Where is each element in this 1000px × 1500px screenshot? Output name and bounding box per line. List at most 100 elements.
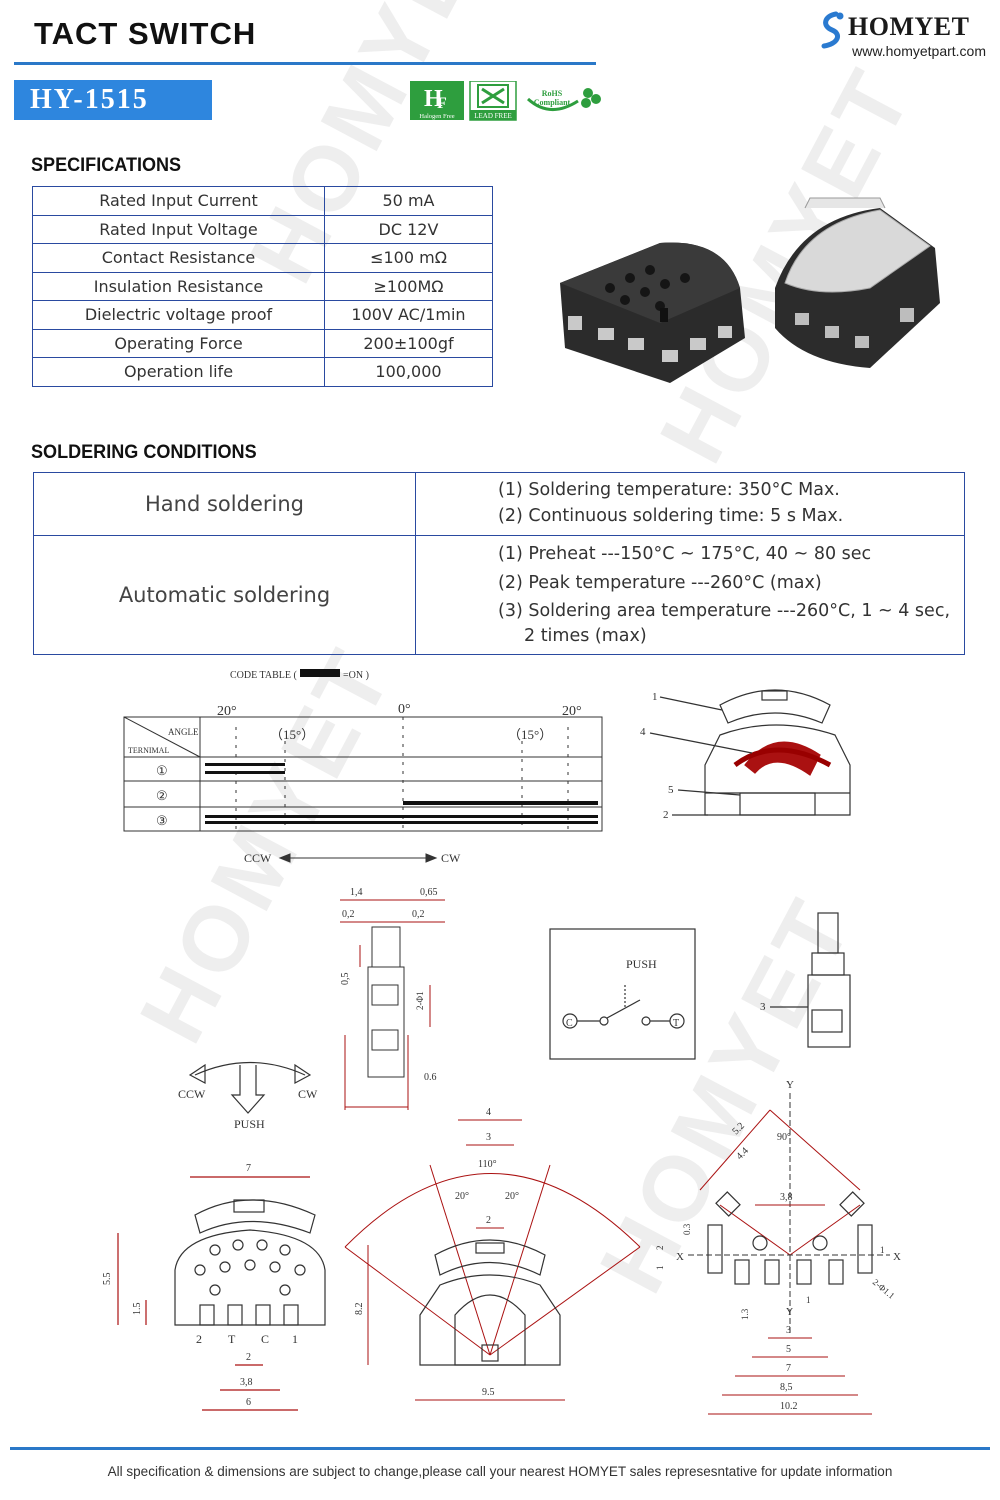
svg-text:Y: Y (786, 1079, 794, 1091)
svg-text:Y: Y (786, 1307, 793, 1318)
svg-text:1: 1 (652, 691, 658, 703)
spec-value: 200±100gf (324, 328, 493, 358)
spec-label: Rated Input Current (32, 186, 325, 216)
svg-text:C: C (261, 1332, 269, 1346)
spec-label: Operation life (32, 357, 325, 387)
side-view-part3: 3 (760, 912, 851, 1048)
table-row: Hand soldering (1) Soldering temperature… (33, 472, 965, 536)
badges-svg: H F Halogen Free LEAD FREE RoHS Complian… (410, 80, 601, 121)
svg-text:F: F (437, 95, 447, 112)
rohs-compliant-icon: RoHS Compliant (526, 88, 601, 111)
svg-text:5.5: 5.5 (102, 1273, 113, 1286)
switch-front-view (560, 242, 745, 383)
code-table-drawing: CODE TABLE ( =ON ) 20° 0° 20° ANGLE TERN… (123, 669, 603, 865)
condition-line: (1) Soldering temperature: 350°C Max. (498, 480, 840, 500)
svg-text:CW: CW (441, 851, 461, 865)
svg-text:Compliant: Compliant (534, 98, 571, 107)
spec-value: 50 mA (324, 186, 493, 216)
svg-text:9.5: 9.5 (482, 1387, 495, 1398)
svg-text:②: ② (156, 788, 168, 803)
product-photo (540, 188, 980, 388)
svg-text:7: 7 (246, 1163, 251, 1174)
hand-soldering-label: Hand soldering (33, 472, 416, 536)
spec-label: Rated Input Voltage (32, 214, 325, 244)
table-row: Contact Resistance≤100 mΩ (32, 243, 493, 273)
soldering-table: Hand soldering (1) Soldering temperature… (33, 472, 965, 655)
automatic-soldering-label: Automatic soldering (33, 535, 416, 655)
certification-badges: H F Halogen Free LEAD FREE RoHS Complian… (410, 80, 602, 121)
svg-text:2-Φ1.1: 2-Φ1.1 (871, 1277, 897, 1301)
svg-text:TERNIMAL: TERNIMAL (128, 746, 169, 755)
svg-text:CCW: CCW (244, 851, 272, 865)
svg-text:10.2: 10.2 (780, 1401, 798, 1412)
svg-text:110°: 110° (478, 1159, 497, 1170)
svg-text:0°: 0° (398, 702, 411, 717)
svg-text:1.5: 1.5 (132, 1303, 143, 1316)
svg-text:0,2: 0,2 (342, 909, 355, 920)
svg-text:6: 6 (246, 1397, 251, 1408)
hand-soldering-conditions: (1) Soldering temperature: 350°C Max. (2… (415, 472, 965, 536)
switch-back-view (775, 197, 940, 368)
side-dimension-drawing: 1,4 0,65 0,2 0,2 0,5 2-Φ1 0.6 (340, 887, 445, 1110)
svg-text:8,5: 8,5 (780, 1382, 793, 1393)
footer-divider (10, 1447, 990, 1450)
svg-text:3,8: 3,8 (780, 1192, 793, 1203)
title-divider (14, 62, 596, 65)
svg-text:0,65: 0,65 (420, 887, 438, 898)
svg-text:1: 1 (292, 1332, 298, 1346)
svg-text:2: 2 (655, 1246, 665, 1251)
spec-value: ≤100 mΩ (324, 243, 493, 273)
spec-value: 100V AC/1min (324, 300, 493, 330)
specifications-heading: SPECIFICATIONS (31, 155, 182, 176)
svg-text:4: 4 (486, 1107, 491, 1118)
svg-text:5: 5 (668, 784, 674, 796)
svg-text:5: 5 (786, 1344, 791, 1355)
svg-text:PUSH: PUSH (626, 957, 657, 971)
soldering-heading: SOLDERING CONDITIONS (31, 442, 257, 463)
automatic-soldering-conditions: (1) Preheat ---150°C ~ 175°C, 40 ~ 80 se… (415, 535, 965, 655)
svg-text:PUSH: PUSH (234, 1117, 265, 1131)
svg-text:1.3: 1.3 (740, 1308, 750, 1320)
svg-text:0.3: 0.3 (682, 1223, 692, 1235)
svg-text:2: 2 (246, 1352, 251, 1363)
spec-value: 100,000 (324, 357, 493, 387)
svg-text:3: 3 (786, 1325, 791, 1336)
svg-text:3,8: 3,8 (240, 1377, 253, 1388)
svg-text:20°: 20° (562, 704, 582, 719)
svg-text:1: 1 (655, 1266, 665, 1271)
spec-label: Contact Resistance (32, 243, 325, 273)
table-row: Insulation Resistance≥100MΩ (32, 271, 493, 301)
lead-free-icon: LEAD FREE (469, 80, 517, 121)
svg-text:T: T (673, 1018, 679, 1029)
condition-line: (2) Continuous soldering time: 5 s Max. (498, 506, 844, 526)
svg-text:2: 2 (486, 1215, 491, 1226)
spec-label: Insulation Resistance (32, 271, 325, 301)
svg-text:①: ① (156, 763, 168, 778)
spec-value: ≥100MΩ (324, 271, 493, 301)
svg-text:4: 4 (640, 726, 646, 738)
svg-text:ANGLE: ANGLE (168, 727, 199, 737)
svg-text:=ON ): =ON ) (343, 670, 369, 681)
svg-text:1,4: 1,4 (350, 887, 363, 898)
svg-text:T: T (228, 1332, 236, 1346)
svg-text:2-Φ1: 2-Φ1 (415, 991, 425, 1010)
switch-photo-svg (560, 197, 940, 383)
svg-text:Halogen Free: Halogen Free (419, 113, 454, 120)
technical-drawings: CODE TABLE ( =ON ) 20° 0° 20° ANGLE TERN… (0, 655, 1000, 1450)
website-url[interactable]: www.homyetpart.com (852, 43, 986, 59)
front-view-drawing: 7 2 T C 1 5.5 1.5 2 3,8 6 (102, 1163, 326, 1411)
spec-label: Dielectric voltage proof (32, 300, 325, 330)
svg-text:LEAD FREE: LEAD FREE (474, 112, 512, 120)
halogen-free-icon: H F Halogen Free (410, 81, 464, 120)
svg-text:CODE TABLE (: CODE TABLE ( (230, 670, 297, 681)
model-number: HY-1515 (14, 80, 212, 120)
svg-text:CCW: CCW (178, 1087, 206, 1101)
svg-text:C: C (566, 1018, 573, 1029)
svg-text:（15°）: （15°） (508, 727, 552, 742)
svg-text:3: 3 (760, 1001, 766, 1013)
